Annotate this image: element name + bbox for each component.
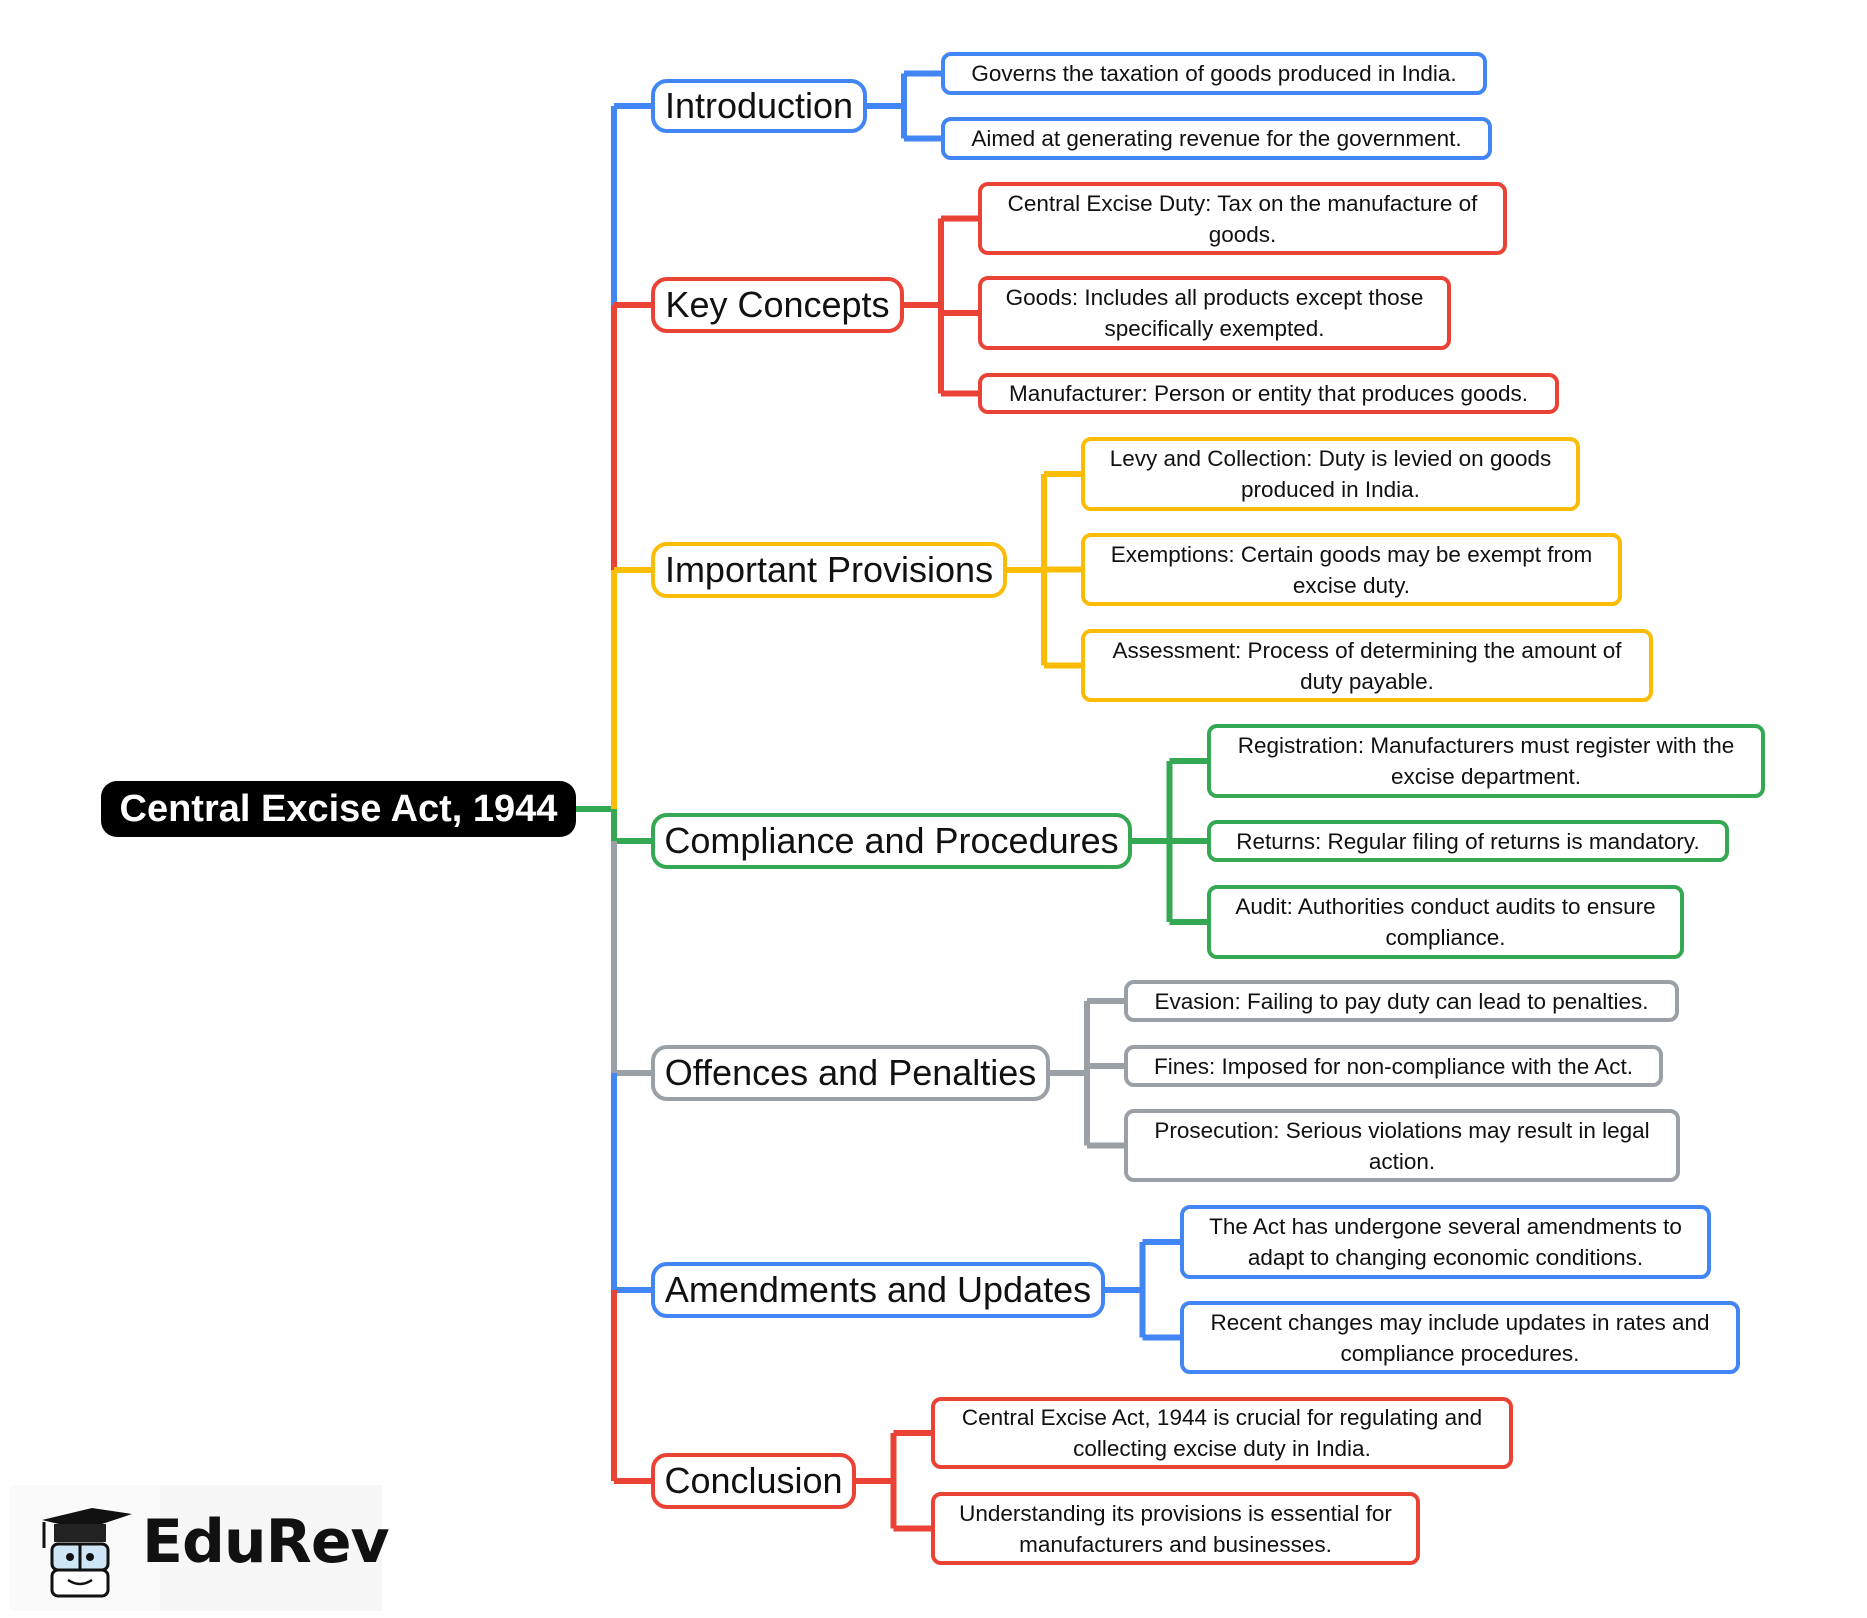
branch-conclusion[interactable]: Conclusion <box>651 1453 856 1509</box>
leaf-conclusion-2[interactable]: Understanding its provisions is essentia… <box>931 1492 1420 1565</box>
leaf-compliance-1[interactable]: Registration: Manufacturers must registe… <box>1207 724 1765 798</box>
logo-text: EduRev <box>142 1507 390 1577</box>
branch-key-concepts[interactable]: Key Concepts <box>651 277 904 333</box>
leaf-introduction-1[interactable]: Governs the taxation of goods produced i… <box>941 52 1487 95</box>
branch-offences-and-penalties[interactable]: Offences and Penalties <box>651 1045 1050 1101</box>
leaf-important-provisions-1[interactable]: Levy and Collection: Duty is levied on g… <box>1081 437 1580 511</box>
leaf-compliance-3[interactable]: Audit: Authorities conduct audits to ens… <box>1207 885 1684 959</box>
leaf-offences-1[interactable]: Evasion: Failing to pay duty can lead to… <box>1124 980 1679 1022</box>
branch-compliance-and-procedures[interactable]: Compliance and Procedures <box>651 813 1132 869</box>
leaf-amendments-1[interactable]: The Act has undergone several amendments… <box>1180 1205 1711 1279</box>
leaf-compliance-2[interactable]: Returns: Regular filing of returns is ma… <box>1207 820 1729 862</box>
leaf-offences-3[interactable]: Prosecution: Serious violations may resu… <box>1124 1109 1680 1182</box>
leaf-conclusion-1[interactable]: Central Excise Act, 1944 is crucial for … <box>931 1397 1513 1469</box>
leaf-amendments-2[interactable]: Recent changes may include updates in ra… <box>1180 1301 1740 1374</box>
leaf-key-concepts-3[interactable]: Manufacturer: Person or entity that prod… <box>978 373 1559 414</box>
leaf-important-provisions-2[interactable]: Exemptions: Certain goods may be exempt … <box>1081 533 1622 606</box>
leaf-introduction-2[interactable]: Aimed at generating revenue for the gove… <box>941 117 1492 160</box>
logo-background <box>160 1485 382 1611</box>
root-node[interactable]: Central Excise Act, 1944 <box>101 781 576 837</box>
leaf-offences-2[interactable]: Fines: Imposed for non-compliance with t… <box>1124 1045 1663 1087</box>
leaf-important-provisions-3[interactable]: Assessment: Process of determining the a… <box>1081 629 1653 702</box>
branch-important-provisions[interactable]: Important Provisions <box>651 542 1007 598</box>
edurev-logo: EduRev <box>10 1485 390 1611</box>
graduation-cap-mascot-icon <box>42 1508 132 1598</box>
branch-introduction[interactable]: Introduction <box>651 79 867 133</box>
leaf-key-concepts-2[interactable]: Goods: Includes all products except thos… <box>978 276 1451 350</box>
branch-amendments-and-updates[interactable]: Amendments and Updates <box>651 1262 1105 1318</box>
leaf-key-concepts-1[interactable]: Central Excise Duty: Tax on the manufact… <box>978 182 1507 255</box>
